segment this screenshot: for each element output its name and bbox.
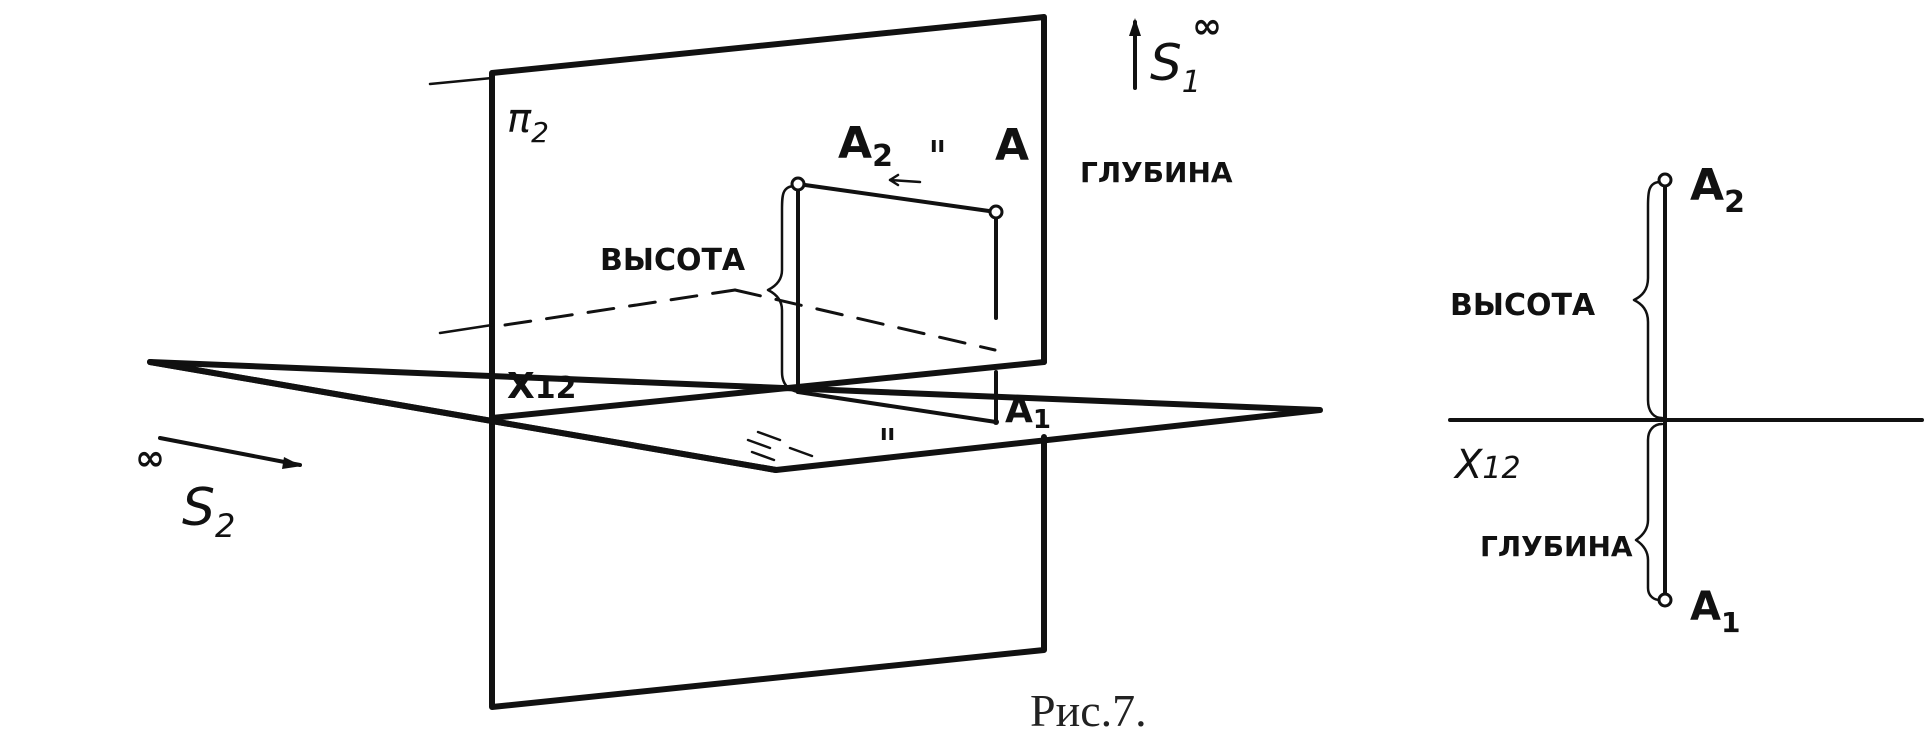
glubina-label: ГЛУБИНА <box>1080 156 1233 189</box>
spatial-model: π2 A2 ıı A ВЫСОТА X12 A1 ıı S1 ∞ ГЛУБИНА… <box>135 6 1323 710</box>
s2-label: S2 <box>182 478 235 545</box>
horizontal-plane-near-edge <box>147 359 779 473</box>
a1-label: A1 <box>1005 390 1051 435</box>
vysota-label: ВЫСОТА <box>600 243 746 278</box>
s2-arrow-shaft <box>158 436 302 467</box>
a2-label: A2 <box>838 118 893 174</box>
hidden-line-upper <box>503 288 737 327</box>
epure-vysota-label: ВЫСОТА <box>1450 288 1596 323</box>
epure-point-a2 <box>1657 172 1673 188</box>
point-a2 <box>790 176 806 192</box>
epure: A2 ВЫСОТА X12 ГЛУБИНА A1 <box>1448 160 1924 639</box>
parallel-arrow <box>888 173 922 187</box>
epure-a2-label: A2 <box>1690 160 1745 220</box>
axis-x12-spatial <box>489 359 1047 421</box>
frontal-plane-tick <box>428 76 494 86</box>
pi2-label: π2 <box>507 96 549 149</box>
parallel-label-2: ıı <box>880 421 895 446</box>
point-a1 <box>993 419 999 425</box>
height-brace <box>766 184 800 394</box>
a-label: A <box>995 120 1029 171</box>
horizontal-plane <box>147 359 1323 473</box>
a1-x-line <box>796 390 998 424</box>
s1-arrow-head <box>1129 18 1141 36</box>
epure-depth-brace <box>1634 422 1664 602</box>
epure-x12-label: X12 <box>1453 442 1521 488</box>
epure-height-brace <box>1632 180 1664 420</box>
s1-label: S1 <box>1150 34 1201 100</box>
hidden-line-lower <box>733 288 997 352</box>
a2-a-line <box>796 182 998 214</box>
point-a <box>988 204 1004 220</box>
parallel-label: ıı <box>930 133 945 158</box>
infinity-label: ∞ <box>1192 6 1222 47</box>
frontal-plane-upper <box>489 14 1047 420</box>
epure-a1-label: A1 <box>1690 584 1740 639</box>
s2-arrow-head <box>282 457 302 469</box>
x12-label: X12 <box>507 366 577 407</box>
figure-caption: Рис.7. <box>1030 685 1147 736</box>
depth-marks <box>746 430 814 462</box>
infinity-label-2: ∞ <box>135 438 165 479</box>
epure-point-a1 <box>1657 592 1673 608</box>
frontal-plane-lower <box>489 419 1047 710</box>
epure-glubina-label: ГЛУБИНА <box>1480 530 1633 563</box>
hidden-arrow <box>438 323 494 335</box>
